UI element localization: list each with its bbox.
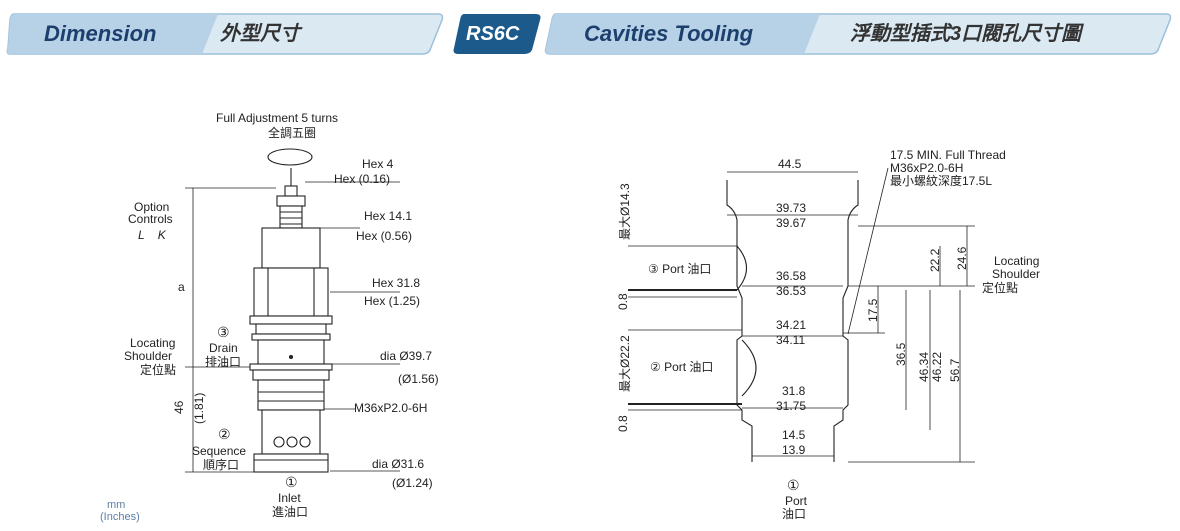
cavity-port1-number: ①: [787, 477, 800, 493]
locating-shoulder-right-2: Shoulder: [992, 267, 1041, 281]
drain-label: Drain: [209, 341, 238, 355]
tab-dimension-shape: [6, 13, 444, 55]
dim-36-58: 36.58: [776, 269, 807, 283]
thread-note-3: 最小螺紋深度17.5L: [890, 174, 993, 188]
dim-14-5: 14.5: [782, 428, 806, 442]
hex141-inch-label: Hex (0.56): [356, 229, 413, 243]
tab-cavities-shape: [544, 13, 1172, 55]
dim46-label: 46: [172, 400, 186, 414]
port2-number: ②: [218, 426, 231, 442]
hex141-label: Hex 14.1: [364, 209, 413, 223]
dim-34-11: 34.11: [776, 333, 806, 347]
cavity-port1-label-zh: 油口: [782, 507, 807, 521]
max-dia-22-2: 最大Ø22.2: [618, 335, 632, 392]
dim-0-8-upper: 0.8: [616, 293, 630, 310]
cavity-port1-label: Port: [785, 494, 808, 508]
locating-shoulder-label-1: Locating: [130, 336, 176, 350]
max-dia-14-3: 最大Ø14.3: [618, 183, 632, 240]
hex4-label: Hex 4: [362, 157, 394, 171]
dia397-label: dia Ø39.7: [380, 349, 433, 363]
dim-22-2: 22.2: [928, 248, 942, 272]
thread-label: M36xP2.0-6H: [354, 401, 428, 415]
tab-dimension-zh: 外型尺寸: [220, 23, 300, 45]
tab-cavities-en: Cavities Tooling: [584, 21, 754, 46]
thread-note-1: 17.5 MIN. Full Thread: [890, 148, 1006, 162]
option-controls-label-1: Option: [134, 200, 170, 214]
tab-dimension-en: Dimension: [44, 21, 157, 46]
adjustment-rotation-icon: [267, 148, 313, 166]
dim-13-9: 13.9: [782, 443, 806, 457]
valve-leaders: [185, 181, 400, 473]
drain-label-zh: 排油口: [205, 355, 242, 369]
model-badge-shape: [453, 14, 541, 54]
cavity-dimension-lines: [628, 167, 975, 463]
full-adjustment-label-zh: 全調五圈: [268, 126, 317, 140]
inlet-label-zh: 進油口: [272, 505, 309, 519]
option-controls-lk: L K: [138, 228, 166, 242]
tab-dimension: Dimension 外型尺寸: [6, 12, 446, 56]
full-adjustment-label: Full Adjustment 5 turns: [216, 111, 339, 125]
dia316-label: dia Ø31.6: [372, 457, 425, 471]
model-badge: RS6C: [452, 12, 542, 56]
dim-24-6: 24.6: [955, 246, 969, 270]
dim-31-75: 31.75: [776, 399, 807, 413]
dim-56-7: 56.7: [948, 358, 962, 382]
dim-0-8-lower: 0.8: [616, 415, 630, 432]
inlet-label: Inlet: [278, 491, 301, 505]
dim-44-5: 44.5: [778, 157, 802, 171]
port3-number: ③: [217, 324, 230, 340]
valve-drawing: [249, 148, 333, 473]
dia316-inch-label: (Ø1.24): [392, 476, 433, 490]
dim181-label: (1.81): [192, 392, 206, 424]
port1-number: ①: [285, 474, 298, 490]
dia397-inch-label: (Ø1.56): [398, 372, 439, 386]
dim-34-21: 34.21: [776, 318, 807, 332]
port2-label: ② Port 油口: [650, 360, 714, 374]
sequence-label-zh: 順序口: [203, 458, 240, 472]
cavity-drawing: [726, 180, 859, 462]
option-controls-label-2: Controls: [128, 212, 173, 226]
dim-36-53: 36.53: [776, 284, 807, 298]
port3-label: ③ Port 油口: [648, 262, 712, 276]
locating-shoulder-label-2: Shoulder: [124, 349, 173, 363]
hex4-inch-label: Hex (0.16): [334, 172, 391, 186]
tab-cavities-zh: 浮動型插式3口閥孔尺寸圖: [850, 23, 1082, 45]
tab-cavities-tooling: Cavities Tooling 浮動型插式3口閥孔尺寸圖: [544, 12, 1174, 56]
units-mm: mm: [107, 499, 126, 511]
locating-shoulder-right-1: Locating: [994, 254, 1040, 268]
dim-46-34: 46.34: [917, 351, 931, 382]
dim-39-73: 39.73: [776, 201, 807, 215]
dim-36-5: 36.5: [894, 342, 908, 366]
thread-note-2: M36xP2.0-6H: [890, 161, 964, 175]
sequence-label: Sequence: [192, 444, 247, 458]
dim-46-22: 46.22: [930, 351, 944, 382]
locating-shoulder-label-3: 定位點: [140, 363, 177, 377]
units-inches: (Inches): [100, 511, 140, 523]
dim-a-label: a: [178, 280, 185, 294]
dim-39-67: 39.67: [776, 216, 807, 230]
dim-31-8: 31.8: [782, 384, 806, 398]
dim-17-5: 17.5: [866, 298, 880, 322]
locating-shoulder-right-3: 定位點: [982, 281, 1019, 295]
hex318-label: Hex 31.8: [372, 276, 421, 290]
hex318-inch-label: Hex (1.25): [364, 294, 421, 308]
model-badge-text: RS6C: [466, 23, 520, 45]
